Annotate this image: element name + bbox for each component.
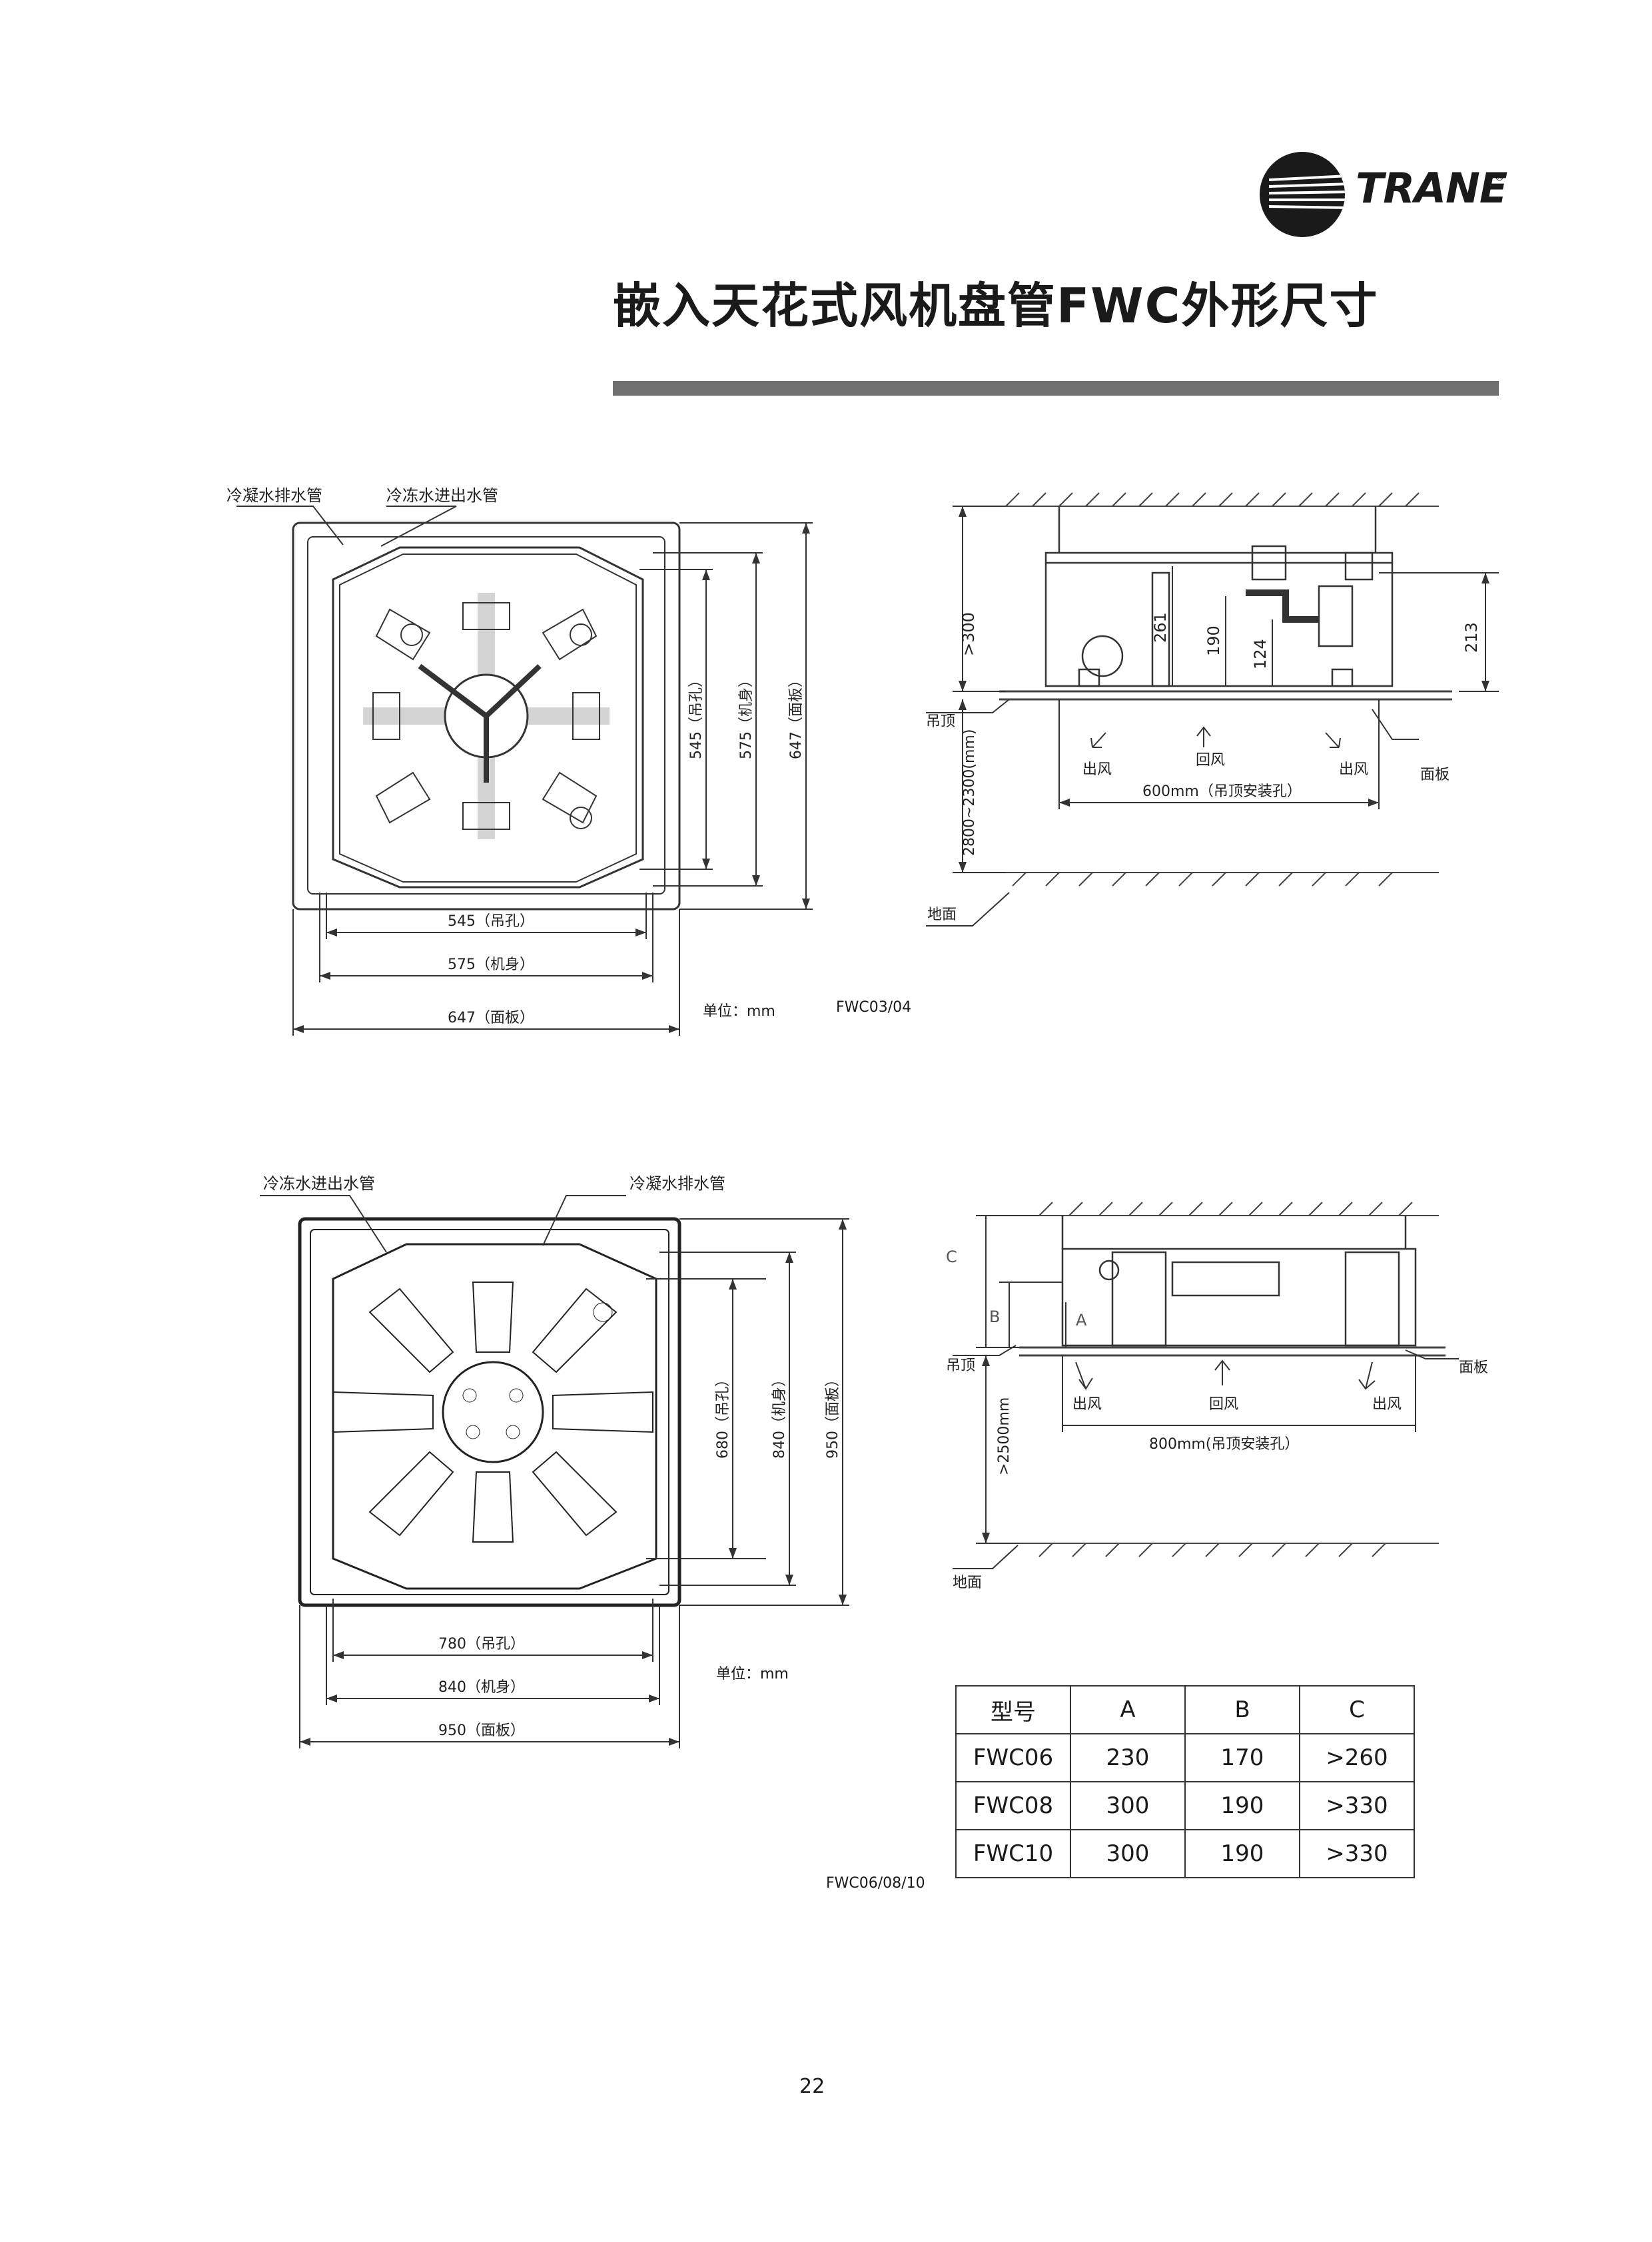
fig1-side-dim-213: 213 xyxy=(1462,622,1481,653)
fig1-floor-label: 地面 xyxy=(927,907,957,923)
registered-mark: ® xyxy=(1494,171,1505,183)
table-header-cell: A xyxy=(1070,1685,1186,1734)
fig1-side-dim-261: 261 xyxy=(1151,612,1170,643)
fig1-dim-v-body: 575（机身） xyxy=(738,673,755,759)
fig2-ceiling-label: 吊顶 xyxy=(946,1357,975,1374)
fig2-side-drawing: C B A >2500mm 800mm(吊顶安装孔） 出风 回风 出风 吊顶 地… xyxy=(946,1202,1488,1591)
fig1-return-air: 回风 xyxy=(1196,752,1225,769)
fig1-plan-drawing: 冷凝水排水管 冷冻水进出水管 545（吊孔） 575（机身） 647（面板） 5… xyxy=(226,486,813,1036)
fig1-chilled-label: 冷冻水进出水管 xyxy=(386,486,498,505)
table-header-cell: 型号 xyxy=(955,1685,1071,1734)
table-header-row: 型号 A B C xyxy=(955,1685,1415,1734)
fig1-dim-h-body: 575（机身） xyxy=(448,956,534,973)
fig1-model: FWC03/04 xyxy=(836,999,912,1016)
fig2-model: FWC06/08/10 xyxy=(826,1875,925,1892)
fig2-dim-h-panel: 950（面板） xyxy=(438,1722,525,1739)
fig2-floor-label: 地面 xyxy=(953,1575,982,1591)
table-row: FWC06 230 170 >260 xyxy=(955,1733,1415,1782)
fig2-dim-v-body: 840（机身） xyxy=(771,1372,788,1459)
fig2-dim-h-body: 840（机身） xyxy=(438,1679,525,1696)
table-cell: FWC06 xyxy=(955,1733,1071,1782)
trane-logo xyxy=(1256,148,1349,244)
fig2-unit: 单位：mm xyxy=(716,1666,789,1682)
table-row: FWC10 300 190 >330 xyxy=(955,1829,1415,1878)
table-cell: 190 xyxy=(1184,1781,1300,1830)
page-number: 22 xyxy=(799,2075,825,2098)
table-cell: >260 xyxy=(1299,1733,1415,1782)
fig2-dim-v-panel: 950（面板） xyxy=(825,1372,841,1459)
brand-name: TRANE xyxy=(1356,164,1507,212)
fig2-dim-v-hanger: 680（吊孔） xyxy=(715,1372,731,1459)
title-divider xyxy=(613,381,1499,396)
fig2-supply-left: 出风 xyxy=(1072,1396,1102,1413)
table-row: FWC08 300 190 >330 xyxy=(955,1781,1415,1830)
fig1-side-dim-124: 124 xyxy=(1251,639,1270,669)
fig1-side-dim-600: 600mm（吊顶安装孔） xyxy=(1142,783,1302,800)
fig1-panel-label: 面板 xyxy=(1420,767,1449,783)
fig1-side-dim-height: 2800~2300(mm) xyxy=(961,729,978,856)
fig1-dim-h-panel: 647（面板） xyxy=(448,1010,534,1026)
fig1-dim-v-panel: 647（面板） xyxy=(788,673,805,759)
fig1-side-dim-190: 190 xyxy=(1204,625,1223,656)
fig2-side-dim-height: >2500mm xyxy=(996,1397,1013,1475)
table-cell: >330 xyxy=(1299,1829,1415,1878)
fig1-supply-right: 出风 xyxy=(1339,761,1368,778)
table-cell: 300 xyxy=(1070,1829,1186,1878)
table-cell: >330 xyxy=(1299,1781,1415,1830)
fig2-side-letter-a: A xyxy=(1076,1311,1087,1329)
fig1-drain-label: 冷凝水排水管 xyxy=(226,486,322,505)
fig1-side-drawing: >300 261 190 124 213 2800~2300(mm) 600mm… xyxy=(926,492,1499,927)
fig2-supply-right: 出风 xyxy=(1372,1396,1402,1413)
model-dimension-table: 型号 A B C FWC06 230 170 >260 FWC08 300 19… xyxy=(955,1685,1415,1878)
fig2-chilled-label: 冷冻水进出水管 xyxy=(263,1174,375,1193)
table-cell: 170 xyxy=(1184,1733,1300,1782)
table-cell: FWC08 xyxy=(955,1781,1071,1830)
table-cell: FWC10 xyxy=(955,1829,1071,1878)
fig2-side-letter-c: C xyxy=(946,1248,957,1266)
fig2-side-dim-800: 800mm(吊顶安装孔） xyxy=(1149,1436,1299,1453)
table-cell: 190 xyxy=(1184,1829,1300,1878)
table-header-cell: C xyxy=(1299,1685,1415,1734)
table-cell: 300 xyxy=(1070,1781,1186,1830)
page-title: 嵌入天花式风机盘管FWC外形尺寸 xyxy=(613,278,1379,334)
fig2-return-air: 回风 xyxy=(1209,1396,1238,1413)
table-header-cell: B xyxy=(1184,1685,1300,1734)
trane-logo-icon xyxy=(1260,152,1345,237)
fig2-plan-drawing: 冷冻水进出水管 冷凝水排水管 780（吊孔） 840（机身） 950（面板） 6… xyxy=(260,1174,849,1748)
fig1-dim-v-hanger: 545（吊孔） xyxy=(688,673,705,759)
table-cell: 230 xyxy=(1070,1733,1186,1782)
fig1-ceiling-label: 吊顶 xyxy=(926,713,955,730)
fig1-dim-h-hanger: 545（吊孔） xyxy=(448,913,534,930)
fig2-side-letter-b: B xyxy=(989,1308,1000,1326)
fig2-dim-h-hanger: 780（吊孔） xyxy=(438,1636,525,1653)
fig1-side-dim-clearance: >300 xyxy=(959,612,978,656)
fig2-panel-label: 面板 xyxy=(1459,1359,1488,1376)
fig1-supply-left: 出风 xyxy=(1082,761,1112,778)
fig2-drain-label: 冷凝水排水管 xyxy=(629,1174,725,1193)
fig1-unit: 单位：mm xyxy=(703,1003,775,1020)
